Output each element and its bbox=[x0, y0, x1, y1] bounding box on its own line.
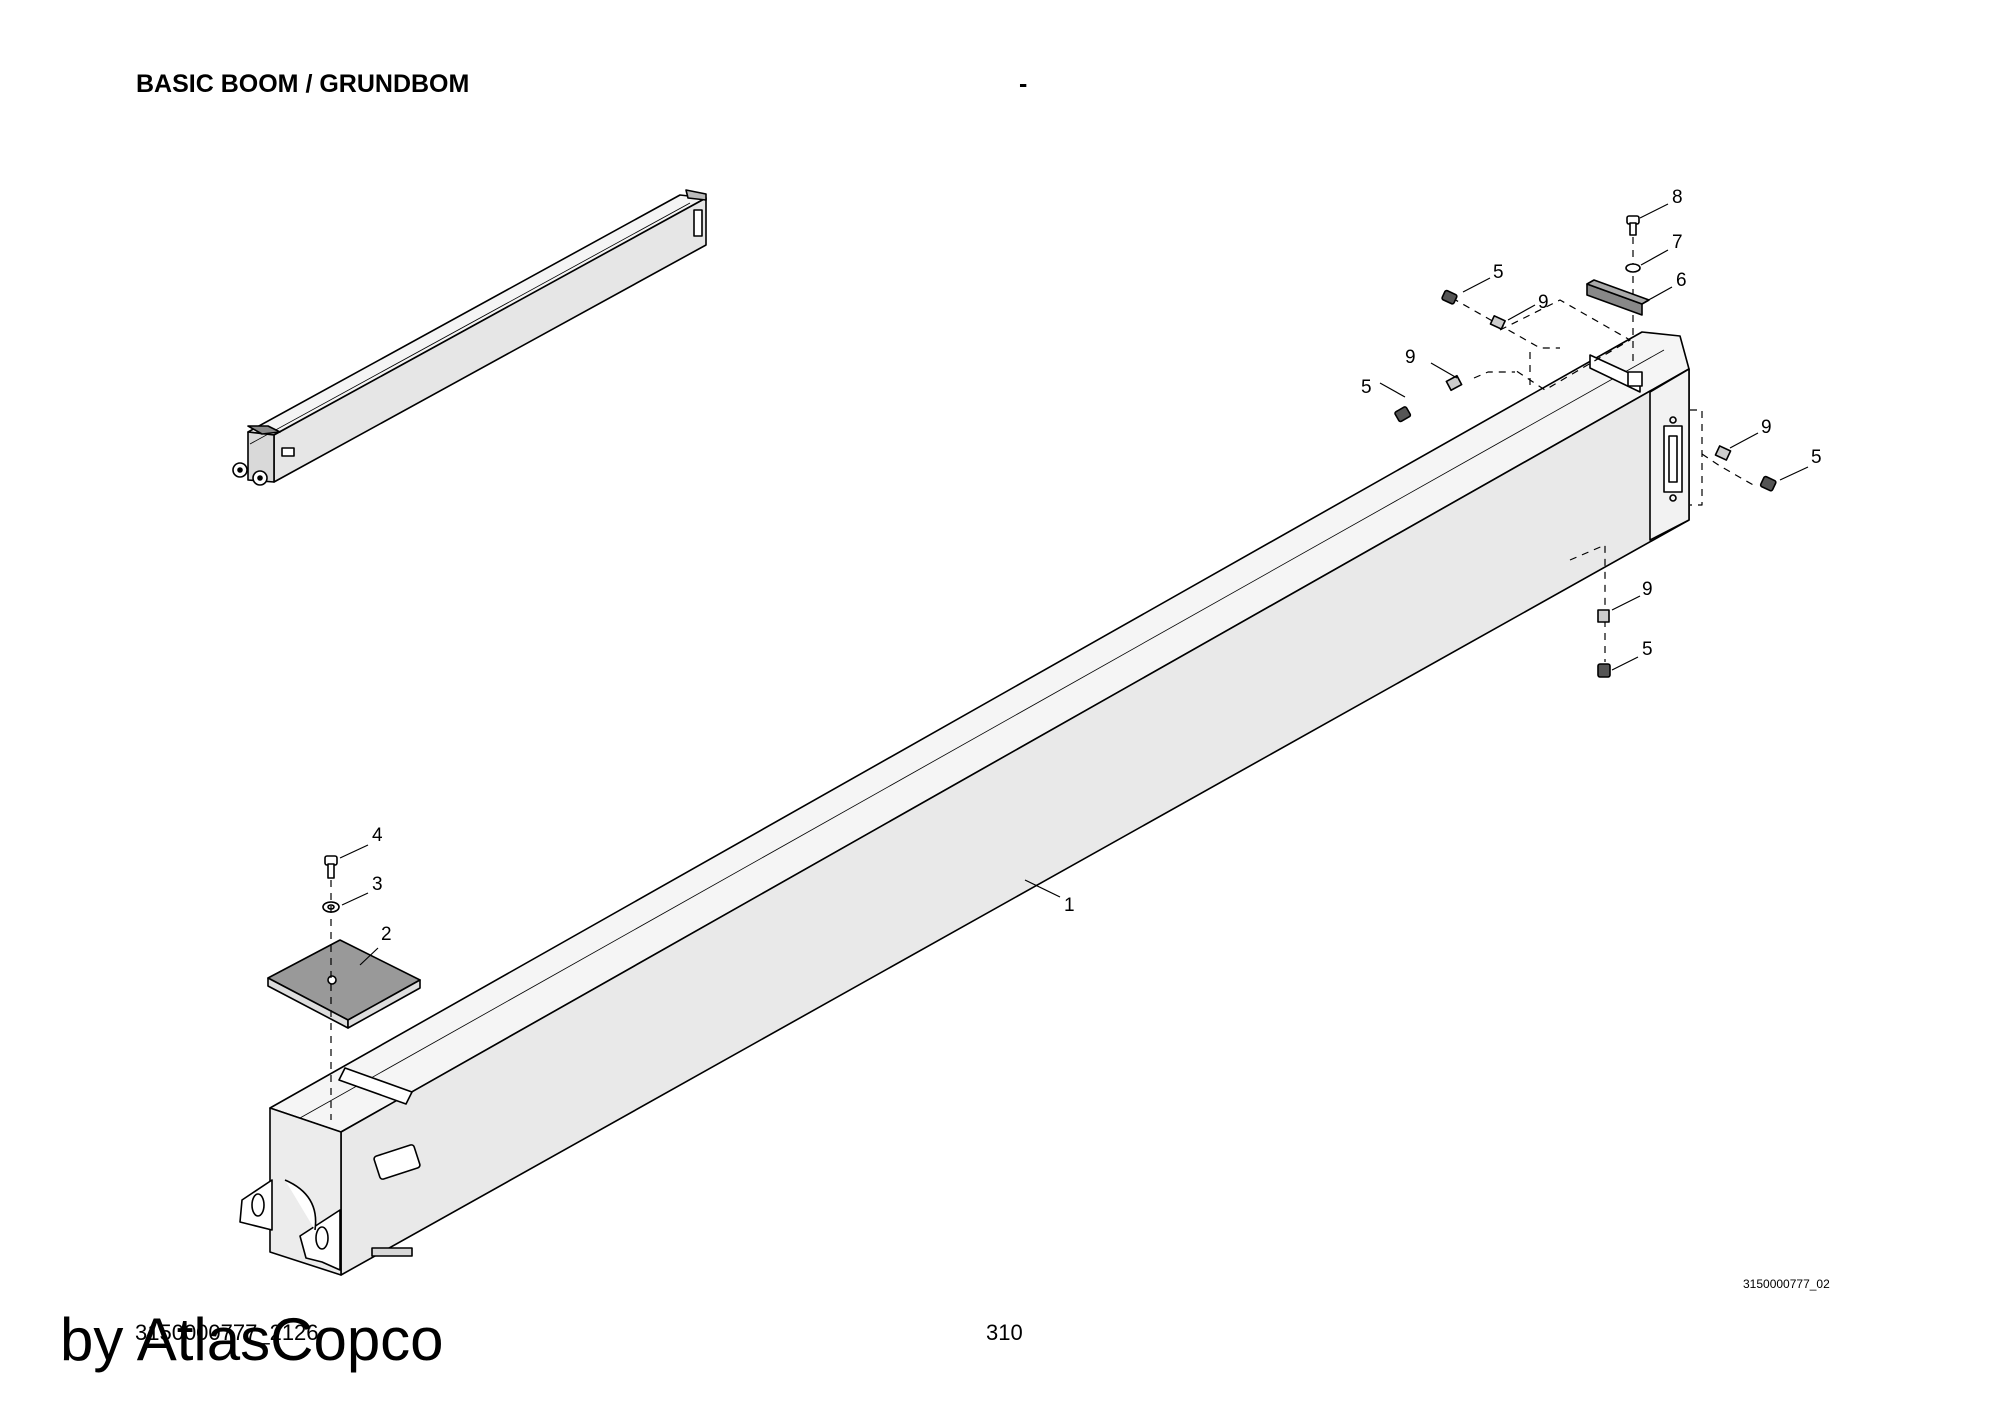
callout-2: 2 bbox=[381, 924, 392, 945]
bolt-5-bottom bbox=[1597, 663, 1611, 678]
bolt-4 bbox=[324, 855, 338, 879]
page-title: BASIC BOOM / GRUNDBOM bbox=[136, 70, 470, 98]
callout-9-left: 9 bbox=[1405, 347, 1416, 368]
callout-8: 8 bbox=[1672, 187, 1683, 208]
callout-5-top: 5 bbox=[1493, 262, 1504, 283]
callout-4: 4 bbox=[372, 825, 383, 846]
fitting-9 bbox=[1445, 315, 1732, 623]
title-separator: - bbox=[1019, 70, 1028, 98]
wear-pad bbox=[267, 939, 421, 1029]
bolt-8 bbox=[1626, 215, 1640, 236]
callout-9-right: 9 bbox=[1761, 417, 1772, 438]
callout-7: 7 bbox=[1672, 232, 1683, 253]
callout-3: 3 bbox=[372, 874, 383, 895]
bolt-5-top bbox=[1441, 289, 1458, 305]
document-number: 3150000777_2126 bbox=[135, 1320, 319, 1345]
bolt-5-left bbox=[1394, 406, 1412, 423]
clip-6 bbox=[1586, 279, 1650, 316]
washer-7 bbox=[1625, 263, 1641, 273]
watermark: by AtlasCopco bbox=[60, 1306, 444, 1373]
callout-1: 1 bbox=[1064, 895, 1075, 916]
main-boom bbox=[239, 331, 1690, 1276]
callout-6: 6 bbox=[1676, 270, 1687, 291]
callout-9-top: 9 bbox=[1538, 292, 1549, 313]
overview-boom bbox=[232, 189, 707, 486]
callout-5-left: 5 bbox=[1361, 377, 1372, 398]
callout-5-right: 5 bbox=[1811, 447, 1822, 468]
bolt-5-right bbox=[1759, 475, 1777, 492]
page-number: 310 bbox=[986, 1320, 1023, 1345]
figure-code: 3150000777_02 bbox=[1743, 1277, 1830, 1291]
callout-9-bottom: 9 bbox=[1642, 579, 1653, 600]
callout-5-bottom: 5 bbox=[1642, 639, 1653, 660]
